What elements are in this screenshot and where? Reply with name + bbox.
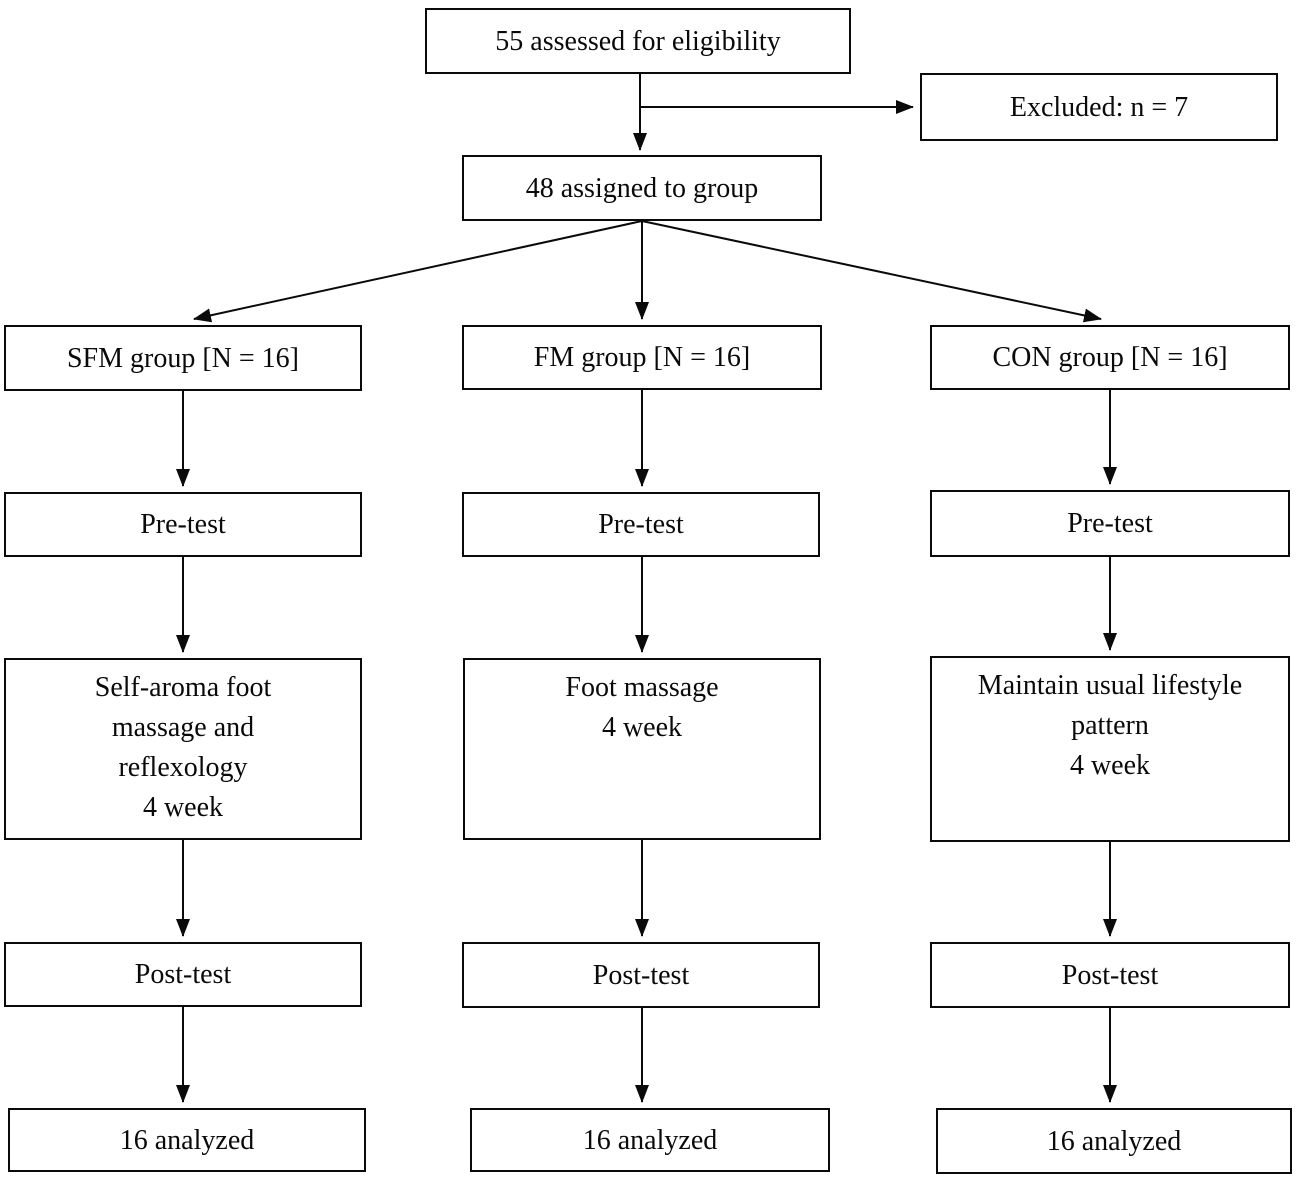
arrow-assigned-to-con-group bbox=[641, 220, 1102, 323]
node-fm-analyzed: 16 analyzed bbox=[470, 1108, 830, 1172]
node-label: Post-test bbox=[1061, 959, 1159, 991]
node-label: FM group [N = 16] bbox=[533, 342, 751, 373]
node-label-line: Self-aroma foot bbox=[94, 672, 272, 703]
node-label: 16 analyzed bbox=[119, 1124, 255, 1156]
node-label: Pre-test bbox=[1067, 508, 1153, 539]
node-fm-group: FM group [N = 16] bbox=[462, 325, 822, 390]
node-sfm-posttest: Post-test bbox=[4, 942, 362, 1007]
node-label-line: Maintain usual lifestyle bbox=[977, 670, 1243, 701]
node-label: Excluded: n = 7 bbox=[1009, 91, 1189, 123]
arrow-assigned-to-sfm-group bbox=[193, 220, 643, 323]
node-label: 16 analyzed bbox=[582, 1124, 718, 1156]
node-label: CON group [N = 16] bbox=[992, 342, 1228, 373]
node-assigned-to-group: 48 assigned to group bbox=[462, 155, 822, 221]
node-label: Post-test bbox=[134, 959, 232, 990]
node-label-line: Foot massage bbox=[565, 672, 719, 703]
node-fm-pretest: Pre-test bbox=[462, 492, 820, 557]
node-excluded: Excluded: n = 7 bbox=[920, 73, 1278, 141]
node-con-group: CON group [N = 16] bbox=[930, 325, 1290, 390]
node-assessed-for-eligibility: 55 assessed for eligibility bbox=[425, 8, 851, 74]
node-label: Pre-test bbox=[598, 509, 684, 540]
node-sfm-analyzed: 16 analyzed bbox=[8, 1108, 366, 1172]
node-label-line: 4 week bbox=[601, 712, 683, 743]
node-sfm-treatment: Self-aroma foot massage and reflexology … bbox=[4, 658, 362, 840]
node-sfm-pretest: Pre-test bbox=[4, 492, 362, 557]
node-con-pretest: Pre-test bbox=[930, 490, 1290, 557]
node-label: 48 assigned to group bbox=[525, 172, 759, 204]
node-label-line: reflexology bbox=[118, 752, 248, 783]
node-label: 55 assessed for eligibility bbox=[495, 25, 781, 57]
node-label-line: 4 week bbox=[142, 792, 224, 823]
node-fm-treatment: Foot massage 4 week bbox=[463, 658, 821, 840]
node-label: SFM group [N = 16] bbox=[66, 342, 300, 374]
node-con-treatment: Maintain usual lifestyle pattern 4 week bbox=[930, 656, 1290, 842]
node-label-line: 4 week bbox=[1069, 750, 1151, 781]
node-sfm-group: SFM group [N = 16] bbox=[4, 325, 362, 391]
node-fm-posttest: Post-test bbox=[462, 942, 820, 1008]
node-con-analyzed: 16 analyzed bbox=[936, 1108, 1292, 1174]
node-label: Pre-test bbox=[140, 509, 226, 540]
node-label-line: pattern bbox=[1071, 710, 1149, 741]
node-label: 16 analyzed bbox=[1046, 1125, 1182, 1157]
node-con-posttest: Post-test bbox=[930, 942, 1290, 1008]
node-label: Post-test bbox=[592, 959, 690, 991]
node-label-line: massage and bbox=[111, 712, 255, 743]
